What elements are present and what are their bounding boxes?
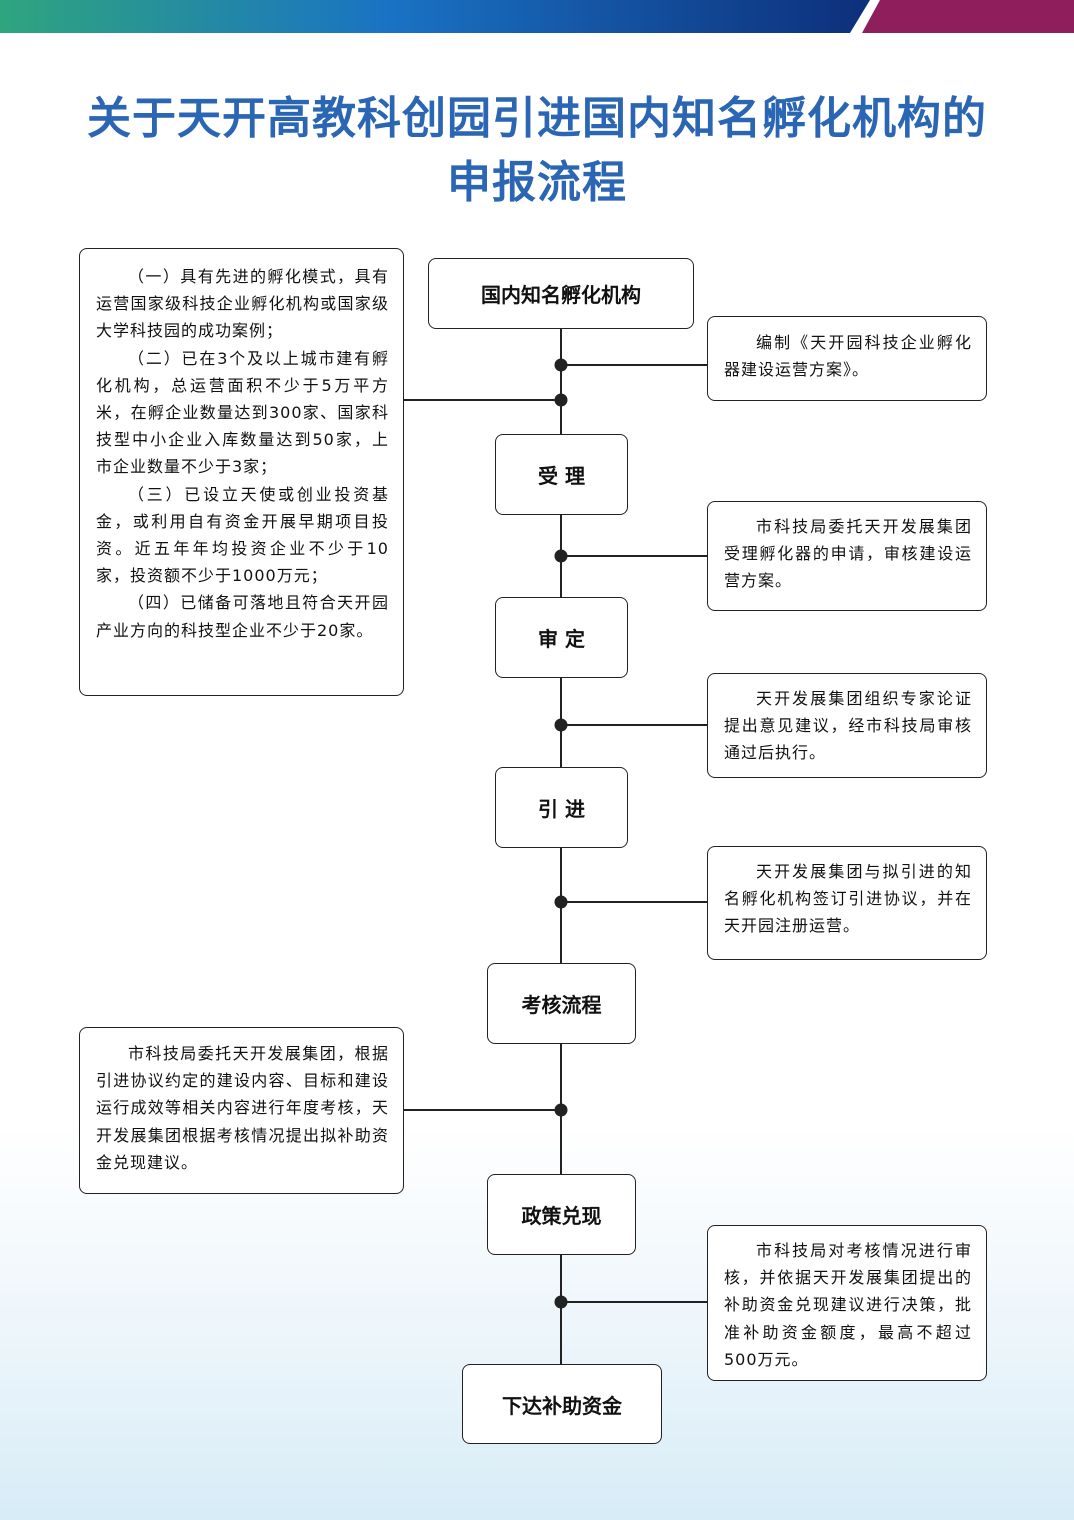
connector-dot <box>554 358 568 372</box>
note-prepare-plan: 编制《天开园科技企业孵化器建设运营方案》。 <box>707 316 987 401</box>
requirement-item: （二）已在3个及以上城市建有孵化机构，总运营面积不少于5万平方米，在孵企业数量达… <box>96 348 389 477</box>
note-annual-assessment: 市科技局委托天开发展集团，根据引进协议约定的建设内容、目标和建设运行成效等相关内… <box>79 1027 404 1194</box>
note-sign-agreement: 天开发展集团与拟引进的知名孵化机构签订引进协议，并在天开园注册运营。 <box>707 846 987 960</box>
page-title-line1: 关于天开高教科创园引进国内知名孵化机构的 <box>87 93 987 144</box>
step-introduction: 引 进 <box>495 767 628 848</box>
requirement-item: （三）已设立天使或创业投资基金，或利用自有资金开展早期项目投资。近五年年均投资企… <box>96 484 389 586</box>
step-issue-subsidy: 下达补助资金 <box>462 1364 662 1444</box>
connector-dot <box>554 1295 568 1309</box>
connector-dot <box>554 393 568 407</box>
note-accept-application: 市科技局委托天开发展集团受理孵化器的申请，审核建设运营方案。 <box>707 501 987 611</box>
step-domestic-incubator: 国内知名孵化机构 <box>428 258 694 329</box>
note-text: 市科技局委托天开发展集团受理孵化器的申请，审核建设运营方案。 <box>724 517 972 591</box>
connector-dot <box>554 549 568 563</box>
note-text: 市科技局对考核情况进行审核，并依据天开发展集团提出的补助资金兑现建议进行决策，批… <box>724 1241 972 1369</box>
step-approval: 审 定 <box>495 597 628 678</box>
note-subsidy-decision: 市科技局对考核情况进行审核，并依据天开发展集团提出的补助资金兑现建议进行决策，批… <box>707 1225 987 1381</box>
connector-dot <box>554 895 568 909</box>
note-text: 市科技局委托天开发展集团，根据引进协议约定的建设内容、目标和建设运行成效等相关内… <box>96 1044 389 1172</box>
step-policy-fulfillment: 政策兑现 <box>487 1174 636 1255</box>
requirement-item: （一）具有先进的孵化模式，具有运营国家级科技企业孵化机构或国家级大学科技园的成功… <box>96 267 389 341</box>
connector-dot <box>554 1103 568 1117</box>
note-text: 天开发展集团与拟引进的知名孵化机构签订引进协议，并在天开园注册运营。 <box>724 862 972 936</box>
note-text: 编制《天开园科技企业孵化器建设运营方案》。 <box>724 333 972 380</box>
note-text: 天开发展集团组织专家论证提出意见建议，经市科技局审核通过后执行。 <box>724 689 972 763</box>
requirements-box: （一）具有先进的孵化模式，具有运营国家级科技企业孵化机构或国家级大学科技园的成功… <box>79 248 404 696</box>
page-title-line2: 申报流程 <box>447 157 627 208</box>
step-acceptance: 受 理 <box>495 434 628 515</box>
connector-dot <box>554 718 568 732</box>
requirement-item: （四）已储备可落地且符合天开园产业方向的科技型企业不少于20家。 <box>96 593 389 640</box>
step-assessment: 考核流程 <box>487 963 636 1044</box>
header-color-band <box>0 0 1074 33</box>
note-expert-review: 天开发展集团组织专家论证提出意见建议，经市科技局审核通过后执行。 <box>707 673 987 778</box>
